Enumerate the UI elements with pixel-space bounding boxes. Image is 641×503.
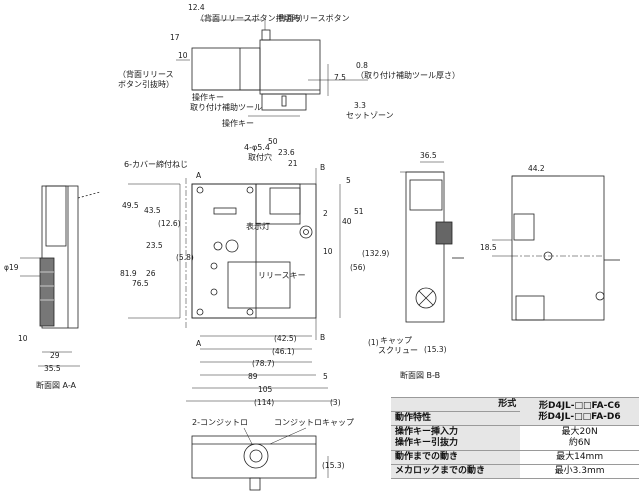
spec-row1-label-a: 操作キー挿入力 [395,427,459,437]
dim-12-4: 12.4 [188,3,205,12]
dim-35-5: 35.5 [44,364,61,373]
label-set-zone: セットゾーン [346,111,394,120]
caption-aa: 断面図 A-A [36,380,77,390]
section-mark-a-bottom: A [196,339,202,348]
label-holes-2: 取付穴 [248,152,272,162]
spec-row-1: 操作キー挿入力 操作キー引抜力 最大20N 約6N [391,425,639,451]
dim-0-8: 0.8 [356,61,368,70]
label-key-tool-2: 取り付け補助ツール [190,102,262,112]
spec-row1-label-b: 操作キー引抜力 [395,438,459,448]
spec-row1-val-a: 最大20N [561,427,598,437]
dim-10-aa: 10 [18,334,28,343]
label-conduit: 2-コンジットロ [192,418,248,427]
spec-row1-val-b: 約6N [568,438,591,448]
dim-78-7: (78.7) [252,359,275,368]
label-conduit-cap: コンジットロキャップ [274,418,354,427]
dim-2: 2 [323,209,328,218]
spec-row-label0: 動作特性 [391,411,639,426]
dim-114: (114) [254,398,274,407]
label-rear-release-button: 背面リリースボタン [278,13,350,23]
front-dim-lines [179,184,341,402]
dim-23-5: 23.5 [146,241,163,250]
dim-51: 51 [354,207,364,216]
dim-26: 26 [146,269,156,278]
spec-row-2: 動作までの動き 最大14mm [391,450,639,465]
dim-43-5: 43.5 [144,206,161,215]
label-cover-screw: 6-カバー締付ねじ [124,159,188,169]
spec-row3-label: メカロックまでの動き [391,464,521,479]
dim-5: 5 [346,176,351,185]
spec-row2-val: 最大14mm [520,450,639,465]
section-mark-b-top: B [320,163,325,172]
dim-15-3-bottom: (15.3) [322,461,345,470]
section-aa [20,185,101,367]
spec-models: 形D4JL-□□FA-C6 形D4JL-□□FA-D6 [520,397,639,426]
dim-17: 17 [170,33,180,42]
dim-44-2: 44.2 [528,164,545,173]
dim-21: 21 [288,159,298,168]
label-cap-screw-2: スクリュー [378,346,418,355]
dim-46-1: (46.1) [272,347,295,356]
label-key: 操作キー [222,118,254,128]
dim-89: 89 [248,372,258,381]
label-release-key: リリースキー [258,271,306,280]
dim-3: (3) [330,398,341,407]
dim-29: 29 [50,351,60,360]
dim-18-5: 18.5 [480,243,497,252]
dim-76-5: 76.5 [132,279,149,288]
side-view-right [492,175,620,321]
note-tool-thickness: （取り付け補助ツール厚さ） [356,70,460,80]
section-mark-a-top: A [196,171,202,180]
spec-row-label-0: 動作特性 [391,411,521,426]
dim-36-5: 36.5 [420,151,437,160]
dim-23-6: 23.6 [278,148,295,157]
spec-row3-val: 最小3.3mm [520,464,639,479]
top-view [176,19,368,117]
dim-5-r: 5 [323,372,328,381]
dim-7-5: 7.5 [334,73,346,82]
spec-table: 形式 形D4JL-□□FA-C6 形D4JL-□□FA-D6 動作特性 操作キー… [391,397,639,479]
section-mark-b-bottom: B [320,333,325,342]
note-push-side: （背面リリースボタン押切時） [196,13,308,23]
spec-row-header: 形式 形D4JL-□□FA-C6 形D4JL-□□FA-D6 [391,397,639,426]
label-cap-screw-1: キャップ [380,336,412,345]
dim-132-9: (132.9) [362,249,389,258]
dim-42-5: (42.5) [274,334,297,343]
dim-12-6: (12.6) [158,219,181,228]
caption-bb: 断面図 B-B [400,370,440,380]
dim-40: 40 [342,217,352,226]
note-pull-side-1: （背面リリース [118,69,174,79]
front-view [128,168,317,340]
dim-15-3: (15.3) [424,345,447,354]
spec-row1-values: 最大20N 約6N [520,425,639,451]
dim-50: 50 [268,137,278,146]
label-key-1: 操作キー [192,92,224,102]
bottom-view [191,427,329,491]
dim-10b: 10 [323,247,333,256]
dim-phi19: φ19 [4,263,19,272]
dim-1: (1) [368,338,379,347]
spec-header-col: 形式 [391,397,521,412]
dim-105: 105 [258,385,273,394]
model-1: 形D4JL-□□FA-C6 [538,400,621,411]
spec-row2-label: 動作までの動き [391,450,521,465]
spec-row1-labels: 操作キー挿入力 操作キー引抜力 [391,425,521,451]
dim-56: (56) [350,263,365,272]
spec-row-3: メカロックまでの動き 最小3.3mm [391,464,639,479]
dim-3-3: 3.3 [354,101,366,110]
model-2: 形D4JL-□□FA-D6 [538,411,621,422]
note-pull-side-2: ボタン引抜時） [118,79,174,89]
dim-5-8: (5.8) [176,253,194,262]
label-holes-1: 4-φ5.4 [244,143,270,152]
dim-49-5: 49.5 [122,201,139,210]
dim-81-9: 81.9 [120,269,137,278]
section-bb [400,161,464,323]
dim-10: 10 [178,51,188,60]
label-indicator: 表示灯 [246,221,270,231]
